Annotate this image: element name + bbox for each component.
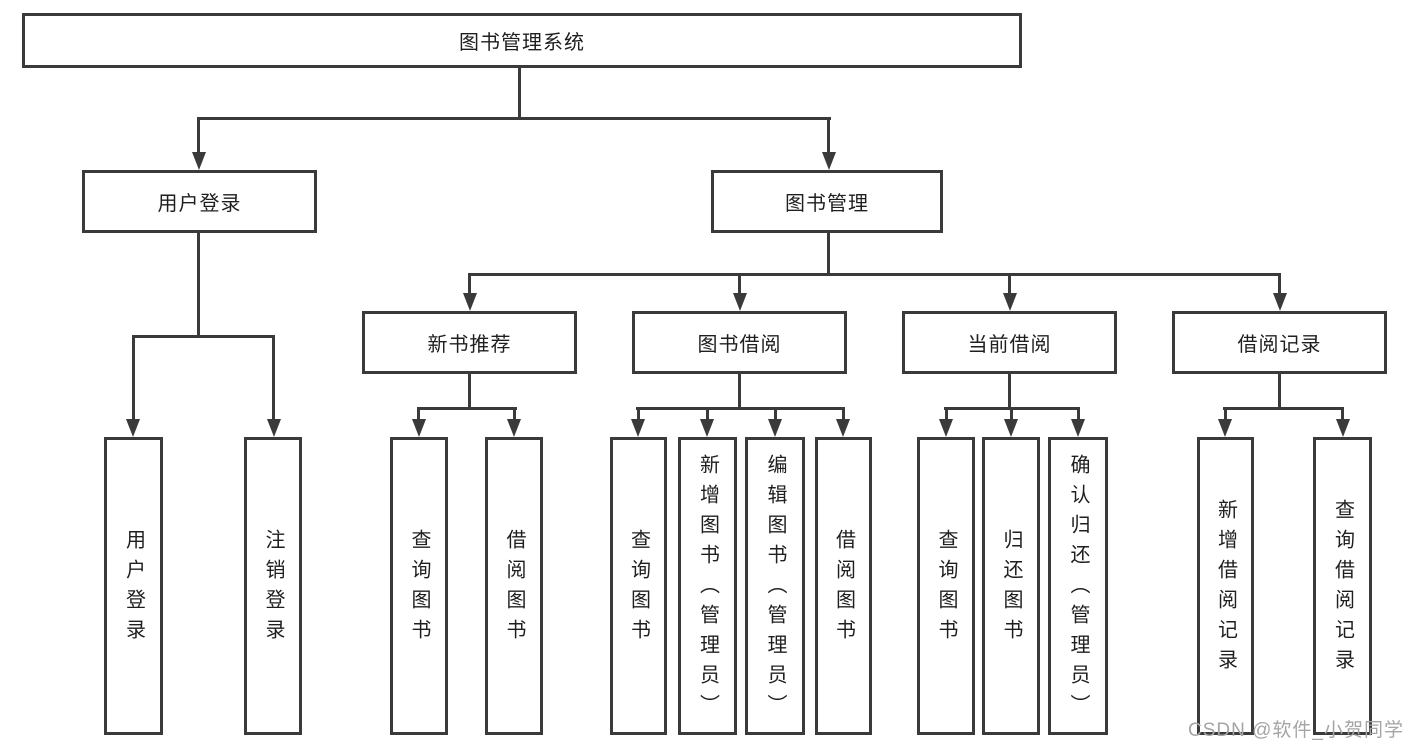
arrowhead-down-icon	[631, 419, 645, 437]
leaf-current-confirm-return-admin: 确认归还（管理员）	[1048, 437, 1108, 735]
connector-line	[827, 233, 830, 275]
node-book-borrowing: 图书借阅	[632, 311, 847, 374]
connector-line	[197, 233, 200, 335]
connector-line	[827, 117, 830, 155]
node-book-management: 图书管理	[711, 170, 943, 233]
arrowhead-down-icon	[126, 419, 140, 437]
connector-line	[197, 117, 831, 120]
leaf-recommend-borrow-books: 借阅图书	[485, 437, 543, 735]
connector-line	[197, 117, 200, 155]
arrowhead-down-icon	[507, 419, 521, 437]
connector-line	[1341, 407, 1344, 421]
leaf-borrowing-query-books: 查询图书	[610, 437, 667, 735]
connector-line	[518, 68, 521, 117]
arrowhead-down-icon	[1273, 293, 1287, 311]
connector-line	[774, 407, 777, 421]
leaf-records-add-record: 新增借阅记录	[1197, 437, 1254, 735]
connector-line	[468, 273, 1281, 276]
arrowhead-down-icon	[939, 419, 953, 437]
watermark: CSDN @软件_小贺同学	[1188, 720, 1404, 741]
leaf-borrowing-add-books-admin: 新增图书（管理员）	[678, 437, 737, 735]
node-new-book-recommend: 新书推荐	[362, 311, 577, 374]
connector-line	[1278, 374, 1281, 410]
arrowhead-down-icon	[1218, 419, 1232, 437]
arrowhead-down-icon	[836, 419, 850, 437]
connector-line	[132, 335, 274, 338]
node-root: 图书管理系统	[22, 13, 1022, 68]
arrowhead-down-icon	[1004, 419, 1018, 437]
node-borrow-records: 借阅记录	[1172, 311, 1387, 374]
connector-line	[706, 407, 709, 421]
connector-line	[738, 273, 741, 295]
connector-line	[637, 407, 640, 421]
arrowhead-down-icon	[1336, 419, 1350, 437]
connector-line	[468, 273, 471, 295]
connector-line	[417, 407, 420, 421]
leaf-records-query-record: 查询借阅记录	[1313, 437, 1372, 735]
connector-line	[1010, 407, 1013, 421]
connector-line	[1077, 407, 1080, 421]
connector-line	[513, 407, 516, 421]
connector-line	[1278, 273, 1281, 295]
arrowhead-down-icon	[733, 293, 747, 311]
connector-line	[1223, 407, 1344, 410]
arrowhead-down-icon	[192, 152, 206, 170]
connector-line	[1008, 374, 1011, 410]
node-current-borrowing: 当前借阅	[902, 311, 1117, 374]
connector-line	[1224, 407, 1227, 421]
leaf-user-login: 用户登录	[104, 437, 163, 735]
leaf-recommend-query-books: 查询图书	[390, 437, 448, 735]
arrowhead-down-icon	[1071, 419, 1085, 437]
arrowhead-down-icon	[412, 419, 426, 437]
arrowhead-down-icon	[463, 293, 477, 311]
leaf-logout: 注销登录	[244, 437, 302, 735]
connector-line	[417, 407, 517, 410]
leaf-borrowing-borrow-books: 借阅图书	[815, 437, 872, 735]
connector-line	[842, 407, 845, 421]
arrowhead-down-icon	[1003, 293, 1017, 311]
connector-line	[272, 335, 275, 421]
arrowhead-down-icon	[768, 419, 782, 437]
arrowhead-down-icon	[700, 419, 714, 437]
connector-line	[738, 374, 741, 410]
connector-line	[945, 407, 948, 421]
connector-line	[1008, 273, 1011, 295]
node-user-login: 用户登录	[82, 170, 317, 233]
connector-line	[132, 335, 135, 421]
leaf-borrowing-edit-books-admin: 编辑图书（管理员）	[745, 437, 805, 735]
connector-line	[468, 374, 471, 410]
arrowhead-down-icon	[267, 419, 281, 437]
arrowhead-down-icon	[822, 152, 836, 170]
leaf-current-return-books: 归还图书	[982, 437, 1040, 735]
connector-line	[636, 407, 845, 410]
leaf-current-query-books: 查询图书	[917, 437, 975, 735]
